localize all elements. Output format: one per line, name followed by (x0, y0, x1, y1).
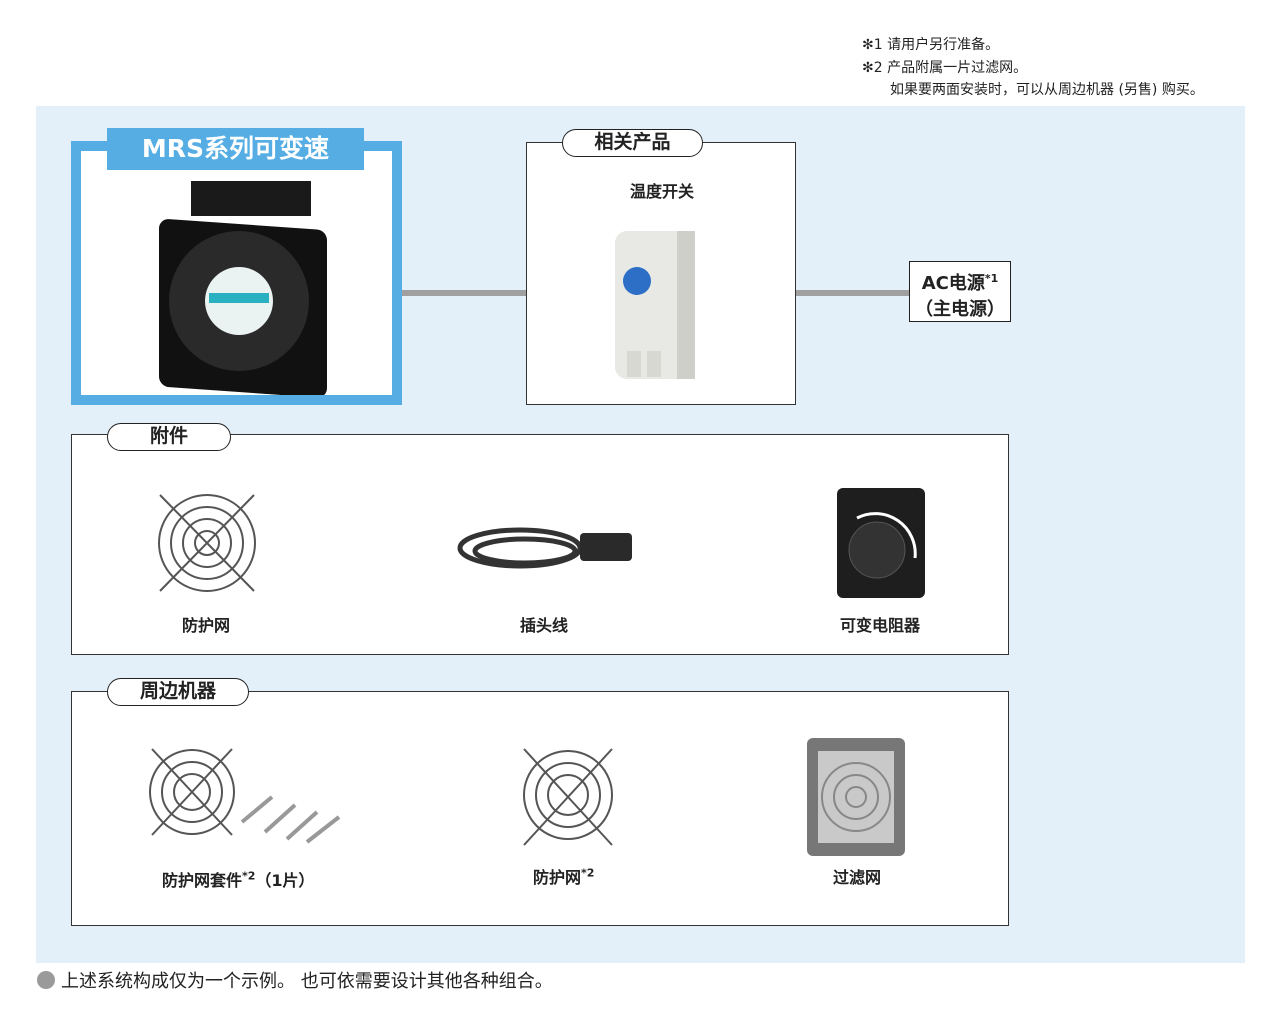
thermostat-image (615, 231, 695, 379)
ac-power-box: AC电源*1 （主电源） (909, 261, 1011, 322)
footer-note: 上述系统构成仅为一个示例。 也可依需要设计其他各种组合。 (37, 967, 553, 993)
note-2-detail: 如果要两面安装时，可以从周边机器 (另售) 购买。 (890, 82, 1204, 98)
guard-kit-text: 防护网套件 (162, 871, 243, 890)
note-2: ✻2 产品附属一片过滤网。 (862, 59, 1028, 76)
related-product-box: 温度开关 (526, 142, 796, 405)
filter-image (807, 738, 905, 856)
guard-kit-image (149, 748, 341, 844)
ac-power-note-mark: *1 (984, 272, 999, 285)
ac-power-sub: （主电源） (915, 299, 1005, 320)
footer-text: 上述系统构成仅为一个示例。 也可依需要设计其他各种组合。 (61, 971, 553, 992)
ac-power-label: AC电源 (921, 273, 985, 294)
related-products-tab: 相关产品 (562, 129, 703, 157)
footnotes: ✻1 请用户另行准备。 ✻2 产品附属一片过滤网。 如果要两面安装时，可以从周边… (862, 34, 1204, 102)
guard-kit-note-mark: *2 (242, 869, 256, 883)
guard-image (523, 748, 613, 846)
note-1: ✻1 请用户另行准备。 (862, 37, 1000, 53)
guard-text: 防护网 (533, 868, 582, 887)
guard-kit-suffix: （1片） (255, 871, 315, 890)
thermostat-label: 温度开关 (629, 182, 694, 201)
guard-note-mark: *2 (581, 866, 595, 880)
peripheral-label-filter: 过滤网 (832, 868, 881, 887)
accessories-box: 防护网 插头线 可变电阻器 (71, 434, 1009, 655)
fan-series-title: MRS系列可变速 (107, 128, 364, 170)
finger-guard-image (158, 494, 256, 592)
peripherals-tab: 周边机器 (107, 678, 249, 706)
accessory-label-guard: 防护网 (181, 616, 230, 635)
bullet-icon (37, 971, 55, 989)
accessory-label-resistor: 可变电阻器 (839, 616, 920, 635)
peripherals-box: 防护网套件*2（1片） 防护网*2 过滤网 (71, 691, 1009, 926)
fan-image (159, 181, 327, 395)
peripheral-label-guard: 防护网*2 (533, 864, 594, 888)
power-cord-image (457, 527, 632, 569)
peripheral-label-guard-kit: 防护网套件*2（1片） (162, 867, 315, 891)
accessories-tab: 附件 (107, 423, 231, 451)
accessory-label-cord: 插头线 (519, 616, 568, 635)
variable-resistor-image (837, 488, 925, 598)
fan-box (71, 141, 402, 405)
